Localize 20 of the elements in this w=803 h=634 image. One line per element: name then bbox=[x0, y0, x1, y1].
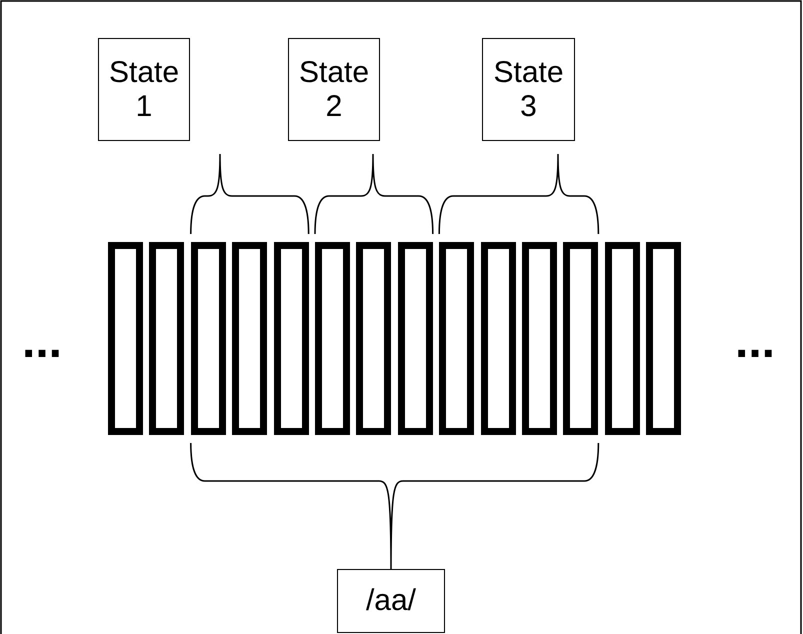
frame-bar bbox=[522, 242, 557, 435]
text-box: State 3 bbox=[482, 38, 575, 141]
frame-bar bbox=[274, 242, 309, 435]
frame-bar bbox=[108, 242, 143, 435]
frame-bar bbox=[232, 242, 268, 435]
text-box: /aa/ bbox=[337, 569, 445, 633]
frame-bar bbox=[480, 242, 516, 435]
frame-bar bbox=[190, 242, 226, 435]
frame-bar bbox=[646, 242, 682, 435]
frame-bar bbox=[604, 242, 640, 435]
text-box: State 1 bbox=[98, 38, 190, 141]
frame-bar bbox=[563, 242, 598, 435]
frame-bar bbox=[149, 242, 184, 435]
frame-bar bbox=[315, 242, 350, 435]
frame-bar bbox=[356, 242, 392, 435]
frame-bar bbox=[439, 242, 474, 435]
ellipsis-mark: ... bbox=[735, 318, 776, 366]
text-box: State 2 bbox=[288, 38, 380, 141]
ellipsis-mark: ... bbox=[22, 318, 62, 366]
frame-bar bbox=[398, 242, 433, 435]
